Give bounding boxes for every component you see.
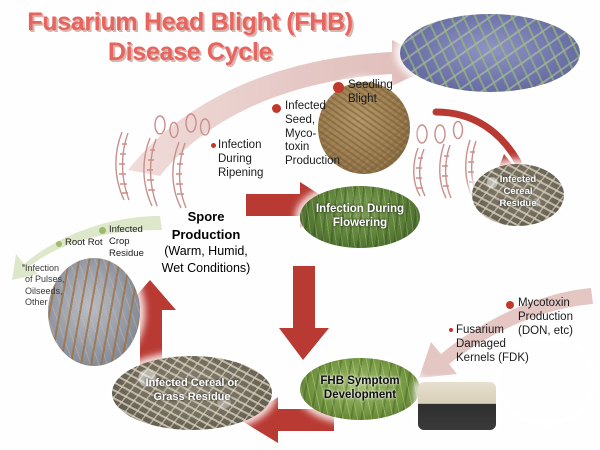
bullet-infection-of-pulses <box>22 264 25 267</box>
left-green-band-arrow <box>12 216 162 280</box>
bullet-infection-during-ripening <box>211 143 216 148</box>
arrow-down-to-symptoms <box>279 266 329 360</box>
arrow-left-to-grass-residue <box>242 397 334 443</box>
fhb-symptom-development-oval: FHB Symptom Development <box>300 358 420 420</box>
bullet-mycotoxin-production <box>506 301 514 309</box>
root-rot-photo <box>48 258 140 366</box>
grain-sample-device-photo <box>418 382 496 430</box>
infected-cereal-residue-oval: Infected Cereal Residue <box>472 164 564 226</box>
title-line-1: Fusarium Head Blight (FHB) <box>27 8 353 36</box>
spore-illustration-cluster-right <box>413 120 478 199</box>
label-fusarium-damaged-kernels: Fusarium Damaged Kernels (FDK) <box>456 324 529 364</box>
spore-production-heading: Spore <box>187 209 225 224</box>
infection-during-flowering-caption: Infection During Flowering <box>315 203 405 230</box>
spore-illustration-cluster-left <box>115 113 211 209</box>
infection-during-flowering-oval: Infection During Flowering <box>300 186 420 248</box>
infected-cereal-or-grass-residue-oval: Infected Cereal or Grass Residue <box>112 356 272 430</box>
fhb-symptom-development-caption: FHB Symptom Development <box>320 375 400 402</box>
seedling-blight-photo <box>400 14 580 92</box>
spore-production-heading-2: Production <box>171 226 241 242</box>
bullet-seedling-blight <box>333 82 344 93</box>
lower-right-pink-band-arrow <box>419 288 593 378</box>
label-infection-during-ripening: Infection During Ripening <box>218 139 264 179</box>
bullet-infected-crop-residue <box>99 227 106 234</box>
infected-cereal-residue-caption: Infected Cereal Residue <box>499 174 537 209</box>
bullet-fusarium-damaged-kernels <box>449 328 453 332</box>
page-title: Fusarium Head Blight (FHB) Disease Cycle <box>10 8 370 67</box>
bullet-infected-seed <box>272 104 281 113</box>
infected-cereal-or-grass-residue-caption: Infected Cereal or Grass Residue <box>145 377 239 404</box>
spore-production-label: Spore Production (Warm, Humid, Wet Condi… <box>161 209 251 275</box>
label-seedling-blight: Seedling Blight <box>348 79 393 105</box>
label-root-rot: Root Rot <box>65 237 103 248</box>
bullet-root-rot <box>56 241 62 247</box>
label-infected-crop-residue: Infected Crop Residue <box>109 224 144 259</box>
label-infection-of-pulses: Infection of Pulses, Oilseeds, Other <box>25 263 65 307</box>
title-line-2: Disease Cycle <box>107 37 273 66</box>
upper-pink-band-arrow <box>128 40 440 176</box>
label-mycotoxin-production: Mycotoxin Production (DON, etc) <box>518 297 573 337</box>
label-infected-seed: Infected Seed, Myco- toxin Production <box>285 100 340 168</box>
infected-seed-photo <box>318 82 410 174</box>
